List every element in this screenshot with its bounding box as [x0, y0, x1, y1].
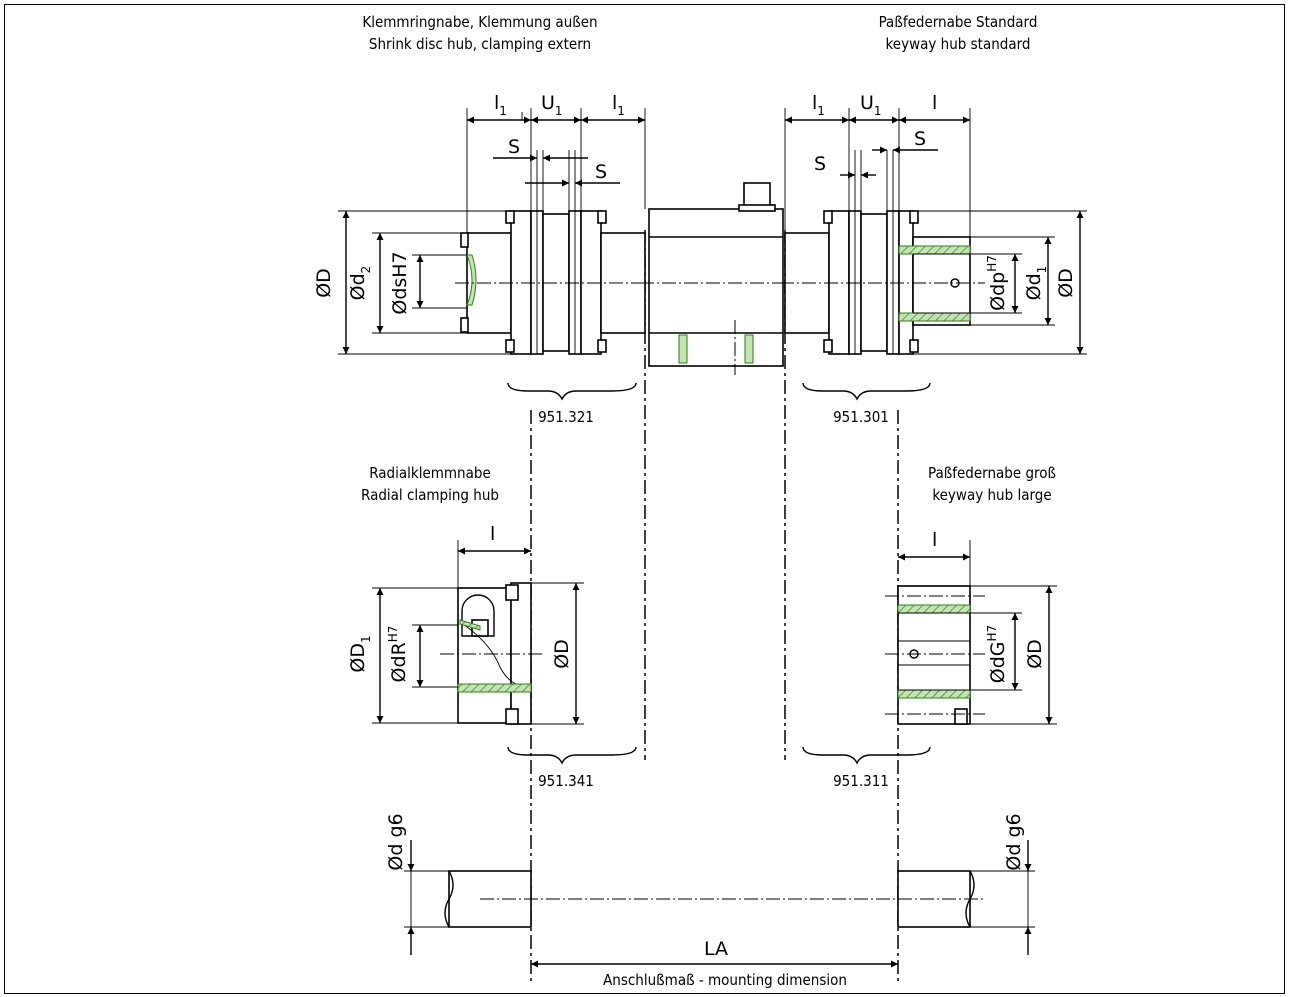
title-mid-left-en: Radial clamping hub: [361, 486, 499, 504]
part-number-951-301: 951.301: [833, 408, 889, 426]
dim-s-left-a: S: [508, 136, 520, 158]
title-top-left-de: Klemmringnabe, Klemmung außen: [362, 13, 597, 31]
dim-od-radial: ØD: [551, 639, 573, 669]
dim-dsh7: ØdsH7: [389, 251, 411, 314]
shafts: Ød g6 Ød g6 LA Anschlußmaß - mounting di…: [385, 813, 1035, 989]
title-top-right-en: keyway hub standard: [886, 35, 1031, 53]
dim-s-right-a: S: [814, 153, 826, 175]
drawing-frame: [4, 4, 1285, 994]
title-mid-right-en: keyway hub large: [932, 486, 1051, 504]
dim-dr: ØdRH7: [386, 626, 410, 683]
dim-l-keyway-large: l: [932, 529, 937, 551]
dim-dp: ØdpH7: [985, 255, 1009, 311]
dim-od-right: ØD: [1055, 268, 1077, 298]
dim-od1: ØD1: [347, 635, 373, 672]
dim-s-right-b: S: [914, 128, 926, 150]
part-number-951-341: 951.341: [538, 772, 594, 790]
dim-s-left-b: S: [595, 161, 607, 183]
keyway-hub-large: l ØD ØdGH7: [885, 529, 1057, 725]
shrink-disc-hub: [455, 210, 660, 355]
dims-top-right: l1 U1 l S S ØD Ød1 ØdpH7: [784, 92, 1087, 355]
dim-d1: Ød1: [1023, 266, 1049, 301]
torque-sensor-body: [640, 182, 790, 375]
radial-clamping-hub: l ØD1 ØdRH7 ØD: [347, 523, 584, 725]
dim-dg: ØdGH7: [985, 625, 1009, 683]
braces: [507, 382, 931, 765]
part-number-951-311: 951.311: [833, 772, 889, 790]
dim-u1-right: U1: [860, 92, 882, 118]
dim-dg6-left: Ød g6: [385, 813, 407, 870]
dim-l-right: l: [932, 92, 937, 114]
part-number-951-321: 951.321: [538, 408, 594, 426]
title-mid-right-de: Paßfedernabe groß: [928, 464, 1056, 482]
dim-l-radial: l: [490, 523, 495, 545]
dim-d2: Ød2: [347, 266, 373, 301]
dim-l1-left-a: l1: [494, 92, 507, 118]
dim-dg6-right: Ød g6: [1003, 813, 1025, 870]
dim-od-keyway-large: ØD: [1024, 639, 1046, 669]
title-top-left-en: Shrink disc hub, clamping extern: [369, 35, 591, 53]
mounting-dimension-label: Anschlußmaß - mounting dimension: [603, 971, 847, 989]
dim-l1-left-b: l1: [612, 92, 625, 118]
title-top-right-de: Paßfedernabe Standard: [879, 13, 1038, 31]
dim-l1-right: l1: [812, 92, 825, 118]
keyway-hub-standard: [780, 210, 985, 355]
dims-top-left: l1 U1 l1 S S ØD Ød2 ØdsH7: [313, 92, 646, 355]
dim-od-left: ØD: [313, 268, 335, 298]
title-mid-left-de: Radialklemmnabe: [369, 464, 491, 482]
dim-la: LA: [704, 938, 728, 960]
dim-u1-left: U1: [541, 92, 563, 118]
